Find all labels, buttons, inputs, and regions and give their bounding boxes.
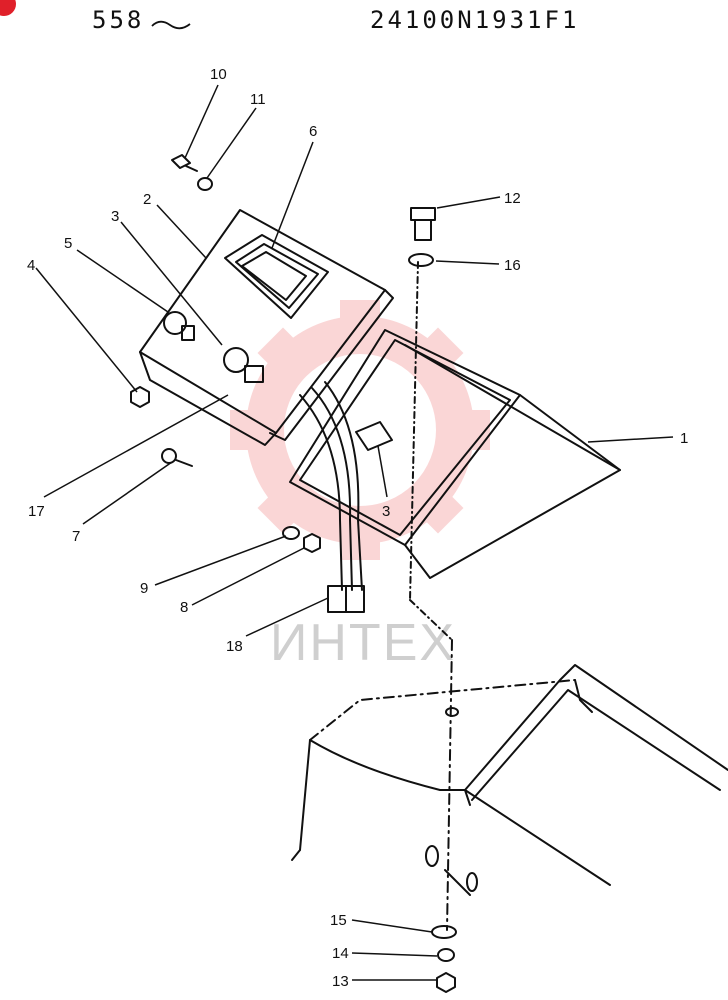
callout-9: 9 (140, 580, 148, 597)
callout-8: 8 (180, 599, 188, 616)
part-number: 24100N1931F1 (370, 6, 580, 34)
clip-3-icon (355, 421, 393, 451)
nut-4-icon (130, 386, 150, 408)
callout-16: 16 (504, 257, 521, 274)
callout-10: 10 (210, 66, 227, 83)
callout-3a: 3 (111, 208, 119, 225)
washer-9-icon (282, 526, 300, 540)
meter-window (224, 234, 329, 319)
bolt-12-icon (410, 207, 436, 241)
wire-harness (299, 381, 363, 591)
callout-6: 6 (309, 123, 317, 140)
callout-labels: 10 11 6 2 3 5 4 12 16 1 17 7 3 9 8 18 15… (27, 66, 688, 990)
washer-14-icon (437, 948, 455, 962)
tilde-icon (151, 20, 191, 30)
callout-4: 4 (27, 257, 35, 274)
knob-5-icon (163, 311, 195, 341)
callout-1: 1 (680, 430, 688, 447)
nut-8-icon (303, 533, 321, 553)
callout-11: 11 (250, 91, 266, 108)
knob-3-icon (223, 347, 264, 383)
washer-11-icon (197, 177, 213, 191)
guide-line (409, 261, 419, 601)
callout-7: 7 (72, 528, 80, 545)
callout-3b: 3 (382, 503, 390, 520)
callout-13: 13 (332, 973, 349, 990)
watermark-text: ИНТЕХ (270, 614, 456, 672)
mounting-bracket (289, 329, 621, 579)
callout-12: 12 (504, 190, 521, 207)
page-ref: 558 (92, 6, 145, 34)
meter-panel-plate (139, 209, 394, 446)
callout-15: 15 (330, 912, 347, 929)
callout-18: 18 (226, 638, 243, 655)
callout-14: 14 (332, 945, 349, 962)
connector-18-icon (327, 585, 365, 613)
nut-13-icon (436, 972, 456, 993)
callout-17: 17 (28, 503, 45, 520)
washer-15-icon (431, 925, 457, 939)
screw-7-icon (161, 448, 193, 467)
washer-16-icon (408, 253, 434, 267)
leader-lines (35, 84, 674, 981)
callout-2: 2 (143, 191, 151, 208)
callout-5: 5 (64, 235, 72, 252)
screw-10-icon (171, 154, 198, 172)
corner-badge-icon (0, 0, 16, 16)
machine-cowl (291, 664, 728, 896)
